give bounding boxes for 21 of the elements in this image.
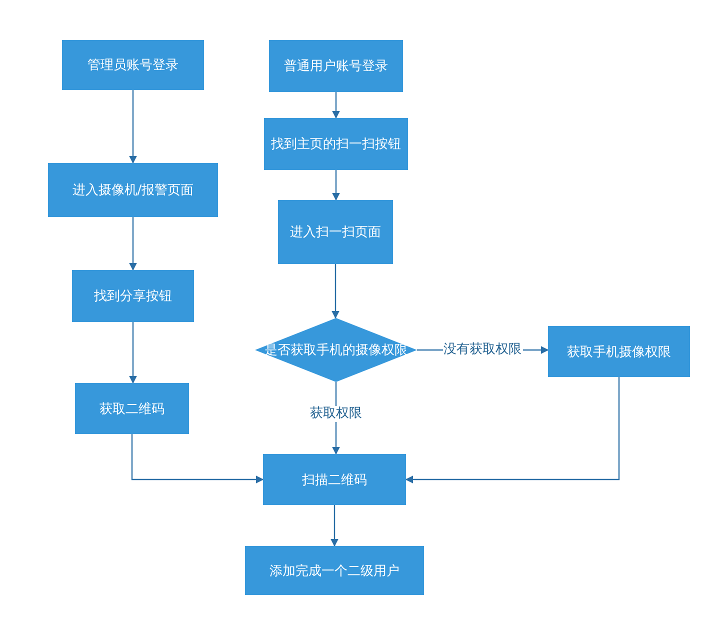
process-box: 获取二维码 <box>75 383 189 434</box>
arrow <box>332 170 340 201</box>
process-box: 管理员账号登录 <box>62 40 204 90</box>
edge-label: 没有获取权限 <box>442 342 522 358</box>
arrow <box>330 505 338 547</box>
process-box: 进入扫一扫页面 <box>278 200 393 264</box>
arrow <box>129 217 137 271</box>
process-box: 扫描二维码 <box>263 454 406 505</box>
process-box: 获取手机摄像权限 <box>548 326 690 377</box>
arrow <box>405 377 620 484</box>
process-box: 找到分享按钮 <box>72 270 194 322</box>
arrow <box>129 322 137 384</box>
process-box: 进入摄像机/报警页面 <box>48 163 218 217</box>
arrow <box>332 92 340 119</box>
edge-label: 获取权限 <box>309 406 363 422</box>
process-box: 找到主页的扫一扫按钮 <box>264 118 408 170</box>
process-box: 普通用户账号登录 <box>269 40 403 92</box>
arrow <box>131 434 264 484</box>
arrow <box>129 90 137 164</box>
process-box: 添加完成一个二级用户 <box>245 546 424 595</box>
arrow <box>332 264 340 319</box>
